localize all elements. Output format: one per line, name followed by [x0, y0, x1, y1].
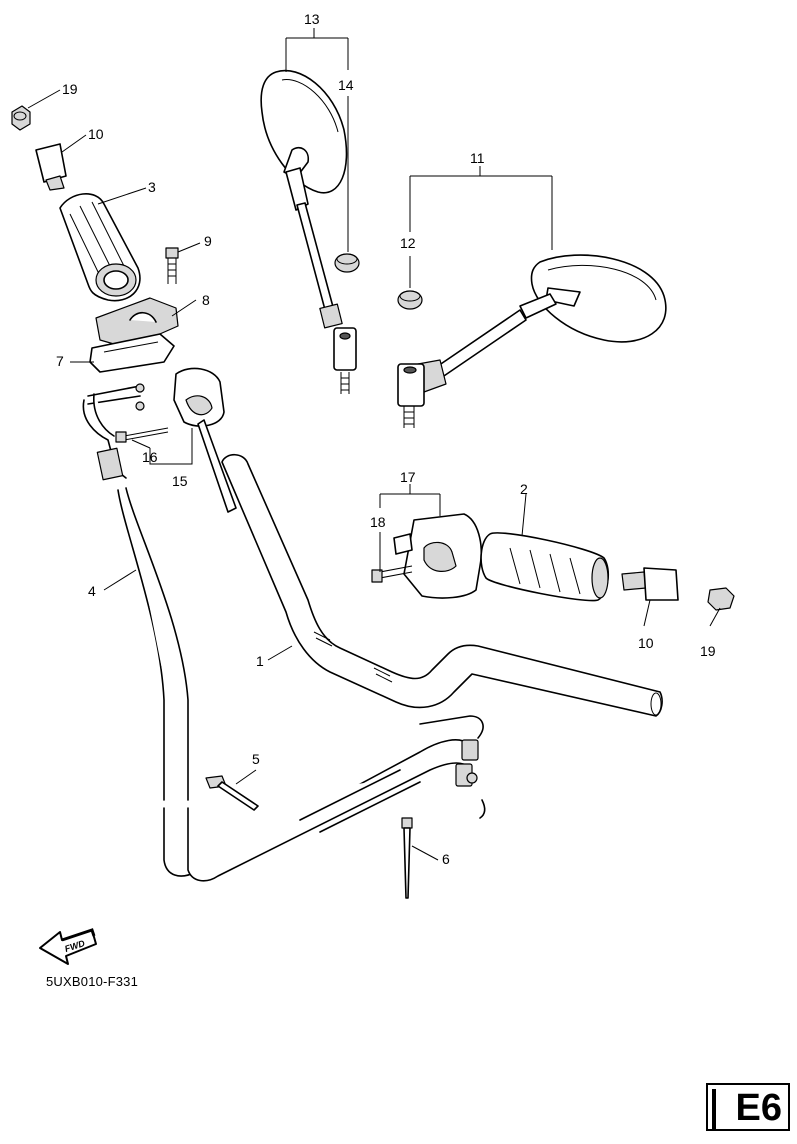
- callout-labels: 1 2 3 4 5 6 7 8 9 10 10 11 12 13 14 15 1…: [56, 11, 716, 867]
- cable-tie-5: [205, 775, 259, 811]
- page-code: E6: [735, 1087, 782, 1129]
- callout-3: 3: [148, 179, 156, 195]
- left-grip: [59, 193, 141, 302]
- callout-15: 15: [172, 473, 188, 489]
- callout-18: 18: [370, 514, 386, 530]
- right-switch-screw: [371, 565, 413, 583]
- callout-11: 11: [470, 150, 485, 166]
- callout-17: 17: [400, 469, 416, 485]
- left-cable-fittings: [82, 383, 145, 481]
- callout-4: 4: [88, 583, 96, 599]
- switch-screw: [115, 427, 169, 443]
- right-mirror: [397, 254, 667, 428]
- right-handlebar-switch: [393, 513, 482, 599]
- callout-8: 8: [202, 292, 210, 308]
- leader-lines: [27, 28, 721, 861]
- left-bar-end-screw: [11, 105, 31, 131]
- callout-10-left: 10: [88, 126, 104, 142]
- left-handlebar-switch: [173, 367, 237, 513]
- callout-5: 5: [252, 751, 260, 767]
- drawing-code: 5UXB010-F331: [46, 974, 139, 989]
- handlebar: [221, 453, 663, 717]
- forward-arrow-icon: FWD: [39, 928, 97, 965]
- holder-bolt: [165, 247, 179, 284]
- callout-7: 7: [56, 353, 64, 369]
- callout-10-right: 10: [638, 635, 654, 651]
- left-mirror: [260, 69, 357, 394]
- throttle-cables: [117, 487, 486, 882]
- cable-tie-6: [401, 817, 413, 899]
- callout-16: 16: [142, 449, 158, 465]
- handlebar-holder-upper: [95, 297, 179, 349]
- right-mirror-cap: [397, 290, 423, 310]
- callout-1: 1: [256, 653, 264, 669]
- right-grip: [480, 532, 610, 602]
- right-bar-end-screw: [707, 587, 735, 611]
- callout-19-right: 19: [700, 643, 716, 659]
- left-mirror-cap: [334, 253, 360, 273]
- right-bar-end-weight: [621, 567, 679, 601]
- callout-13: 13: [304, 11, 320, 27]
- callout-14: 14: [338, 77, 354, 93]
- page-code-box: E6: [706, 1083, 790, 1131]
- callout-2: 2: [520, 481, 528, 497]
- callout-9: 9: [204, 233, 212, 249]
- callout-19-left: 19: [62, 81, 78, 97]
- left-bar-end-weight: [35, 143, 67, 191]
- callout-12: 12: [400, 235, 416, 251]
- callout-6: 6: [442, 851, 450, 867]
